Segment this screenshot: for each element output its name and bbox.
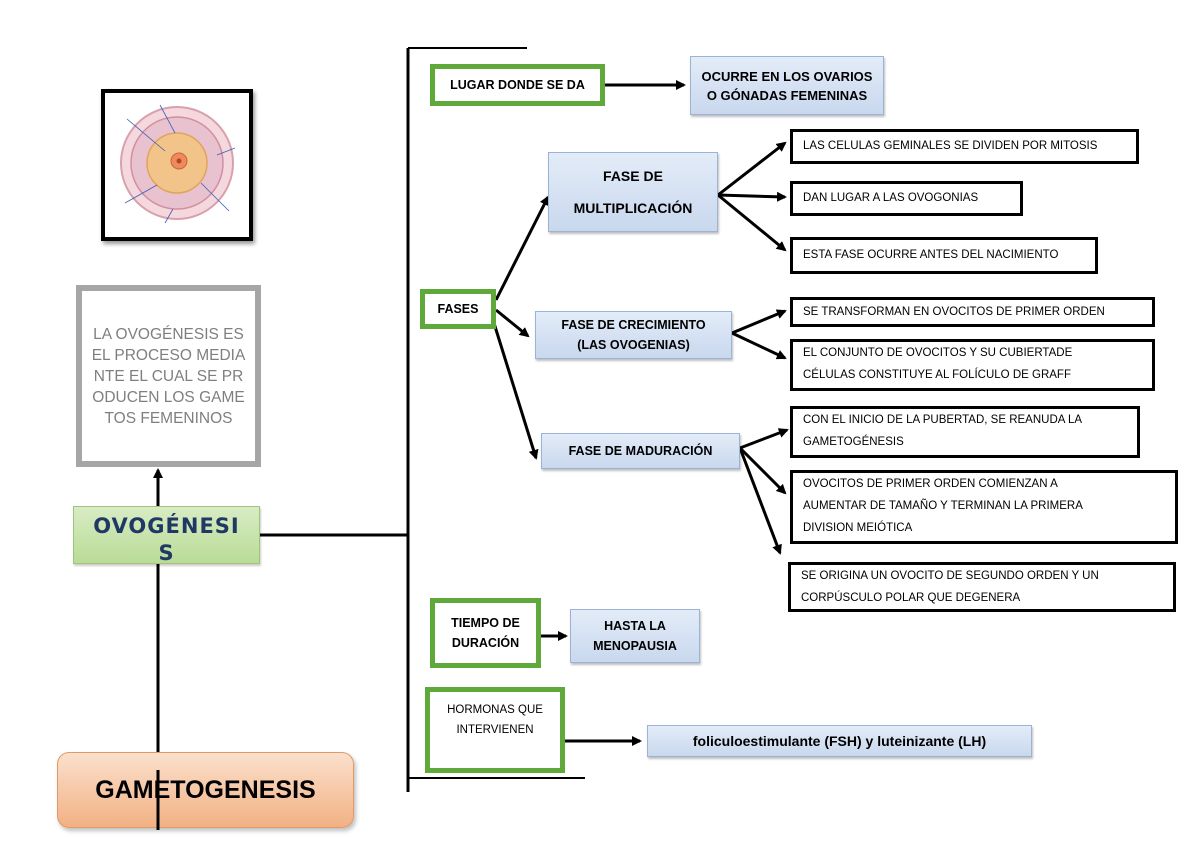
tiempo-value-box: HASTA LA MENOPAUSIA bbox=[570, 609, 700, 663]
maduracion-label: FASE DE MADURACIÓN bbox=[568, 444, 713, 458]
lugar-label: LUGAR DONDE SE DA bbox=[450, 78, 585, 92]
mult-arrow-3 bbox=[717, 193, 787, 252]
mult-item-3-text: ESTA FASE OCURRE ANTES DEL NACIMIENTO bbox=[803, 249, 1059, 261]
crec-arrow-2 bbox=[731, 331, 787, 360]
tiempo-label-box: TIEMPO DE DURACIÓN bbox=[430, 598, 541, 668]
mad-item-3: SE ORIGINA UN OVOCITO DE SEGUNDO ORDEN Y… bbox=[788, 562, 1176, 612]
mult-arrow-1 bbox=[717, 141, 787, 197]
mad-item-2-line3: DIVISION MEIÓTICA bbox=[803, 522, 913, 534]
hormonas-value: foliculoestimulante (FSH) y luteinizante… bbox=[692, 733, 987, 749]
gametogenesis-box: GAMETOGENESIS bbox=[57, 752, 354, 828]
mult-item-3: ESTA FASE OCURRE ANTES DEL NACIMIENTO bbox=[790, 237, 1098, 274]
mad-item-2-line2: AUMENTAR DE TAMAÑO Y TERMINAN LA PRIMERA bbox=[803, 500, 1083, 512]
fases-to-maduracion-arrow bbox=[491, 319, 539, 460]
mad-item-3-line1: SE ORIGINA UN OVOCITO DE SEGUNDO ORDEN Y… bbox=[801, 570, 1099, 582]
lugar-value-line1: OCURRE EN LOS OVARIOS bbox=[701, 68, 873, 84]
lugar-value-box: OCURRE EN LOS OVARIOS O GÓNADAS FEMENINA… bbox=[690, 56, 884, 115]
topic-box: OVOGÉNESIS bbox=[73, 506, 260, 564]
fases-to-multiplicacion-arrow bbox=[494, 195, 550, 301]
mad-arrow-2 bbox=[738, 446, 787, 495]
crecimiento-line2: (LAS OVOGENIAS) bbox=[577, 338, 690, 352]
mad-item-1: CON EL INICIO DE LA PUBERTAD, SE REANUDA… bbox=[790, 406, 1140, 458]
topic-title: OVOGÉNESIS bbox=[93, 514, 240, 564]
mad-item-2-line1: OVOCITOS DE PRIMER ORDEN COMIENZAN A bbox=[803, 478, 1058, 490]
fases-to-crecimiento-arrow bbox=[495, 308, 530, 338]
lugar-value-line2: O GÓNADAS FEMENINAS bbox=[706, 87, 868, 103]
mad-item-1-line2: GAMETOGÉNESIS bbox=[803, 436, 904, 448]
crec-item-2-line2: CÉLULAS CONSTITUYE AL FOLÍCULO DE GRAFF bbox=[803, 369, 1071, 381]
mad-item-3-line2: CORPÚSCULO POLAR QUE DEGENERA bbox=[801, 592, 1021, 604]
mult-arrow-2 bbox=[717, 191, 787, 202]
main-title: GAMETOGENESIS bbox=[95, 775, 316, 804]
hormonas-label-line1: HORMONAS QUE bbox=[447, 704, 543, 716]
tiempo-label-line2: DURACIÓN bbox=[451, 636, 520, 650]
crecimiento-line1: FASE DE CRECIMIENTO bbox=[561, 318, 706, 332]
crec-arrow-1 bbox=[731, 309, 787, 335]
mult-item-1: LAS CELULAS GEMINALES SE DIVIDEN POR MIT… bbox=[790, 129, 1139, 164]
mad-arrow-1 bbox=[739, 428, 789, 450]
crec-item-2: EL CONJUNTO DE OVOCITOS Y SU CUBIERTADE … bbox=[790, 339, 1155, 391]
mult-item-2-text: DAN LUGAR A LAS OVOGONIAS bbox=[803, 192, 979, 204]
mad-item-1-line1: CON EL INICIO DE LA PUBERTAD, SE REANUDA… bbox=[803, 414, 1083, 426]
multiplicacion-line1: FASE DE bbox=[603, 168, 663, 184]
multiplicacion-line2: MULTIPLICACIÓN bbox=[573, 200, 693, 216]
crec-item-1-text: SE TRANSFORMAN EN OVOCITOS DE PRIMER ORD… bbox=[803, 306, 1105, 318]
mult-item-2: DAN LUGAR A LAS OVOGONIAS bbox=[790, 181, 1023, 216]
definition-box: LA OVOGÉNESIS ES EL PROCESO MEDIANTE EL … bbox=[76, 285, 261, 467]
crec-item-2-line1: EL CONJUNTO DE OVOCITOS Y SU CUBIERTADE bbox=[803, 347, 1073, 359]
tiempo-value-line2: MENOPAUSIA bbox=[593, 639, 677, 653]
mad-item-2: OVOCITOS DE PRIMER ORDEN COMIENZAN A AUM… bbox=[790, 470, 1178, 544]
crecimiento-box: FASE DE CRECIMIENTO (LAS OVOGENIAS) bbox=[535, 311, 732, 359]
tiempo-value-line1: HASTA LA bbox=[604, 619, 666, 633]
oocyte-image bbox=[101, 89, 253, 241]
hormonas-label-line2: INTERVIENEN bbox=[456, 724, 534, 736]
fases-label: FASES bbox=[437, 302, 479, 316]
fases-label-box: FASES bbox=[420, 289, 496, 329]
crec-item-1: SE TRANSFORMAN EN OVOCITOS DE PRIMER ORD… bbox=[790, 297, 1155, 327]
mult-item-1-text: LAS CELULAS GEMINALES SE DIVIDEN POR MIT… bbox=[803, 140, 1098, 152]
hormonas-label-box: HORMONAS QUE INTERVIENEN bbox=[425, 687, 565, 773]
lugar-label-box: LUGAR DONDE SE DA bbox=[430, 64, 605, 106]
definition-text: LA OVOGÉNESIS ES EL PROCESO MEDIANTE EL … bbox=[91, 325, 246, 427]
multiplicacion-box: FASE DE MULTIPLICACIÓN bbox=[548, 152, 718, 232]
maduracion-box: FASE DE MADURACIÓN bbox=[541, 433, 740, 469]
oocyte-illustration bbox=[120, 104, 236, 224]
tiempo-label-line1: TIEMPO DE bbox=[451, 616, 520, 630]
mad-arrow-3 bbox=[738, 447, 782, 555]
lugar-label-border: LUGAR DONDE SE DA bbox=[430, 64, 605, 106]
hormonas-value-box: foliculoestimulante (FSH) y luteinizante… bbox=[647, 725, 1032, 757]
